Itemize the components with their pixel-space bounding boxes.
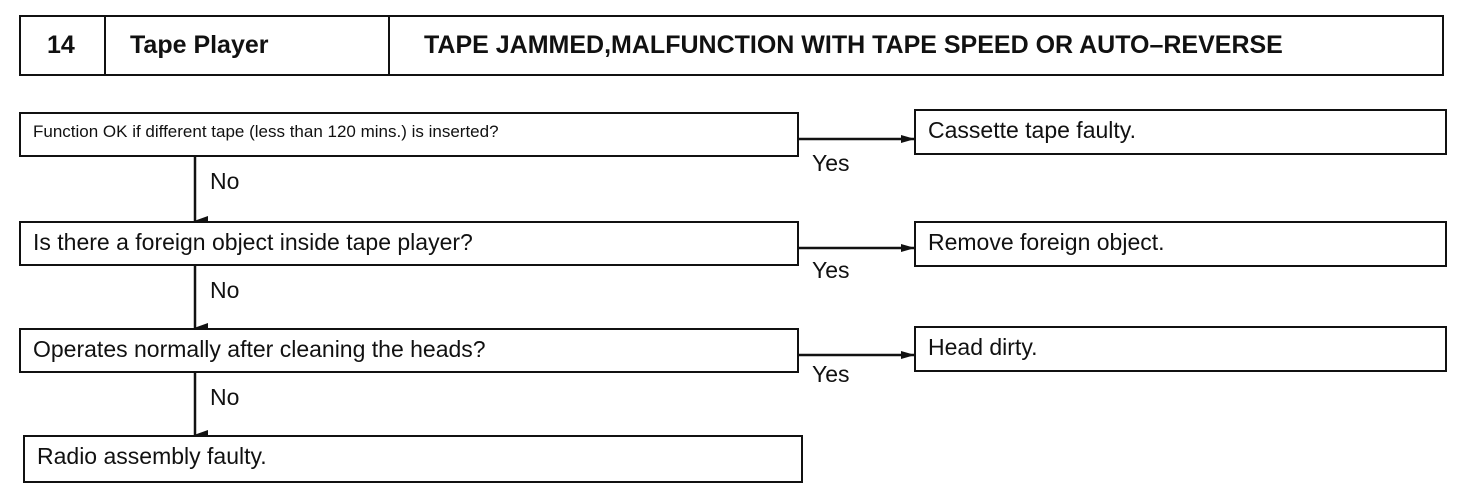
no-label-1: No [210, 168, 240, 194]
yes-label-1: Yes [812, 150, 850, 176]
yes-label-2: Yes [812, 257, 850, 283]
header-bar: 14 Tape Player TAPE JAMMED,MALFUNCTION W… [19, 15, 1444, 76]
yes-label-3: Yes [812, 361, 850, 387]
result-box-3: Head dirty. [914, 326, 1447, 372]
question-box-1: Function OK if different tape (less than… [19, 112, 799, 157]
header-category: Tape Player [106, 17, 390, 74]
result-box-1: Cassette tape faulty. [914, 109, 1447, 155]
question-box-3: Operates normally after cleaning the hea… [19, 328, 799, 373]
header-number: 14 [21, 17, 106, 74]
no-label-2: No [210, 277, 240, 303]
final-result-box: Radio assembly faulty. [23, 435, 803, 483]
no-label-3: No [210, 384, 240, 410]
question-box-2: Is there a foreign object inside tape pl… [19, 221, 799, 266]
header-title: TAPE JAMMED,MALFUNCTION WITH TAPE SPEED … [424, 31, 1283, 59]
result-box-2: Remove foreign object. [914, 221, 1447, 267]
